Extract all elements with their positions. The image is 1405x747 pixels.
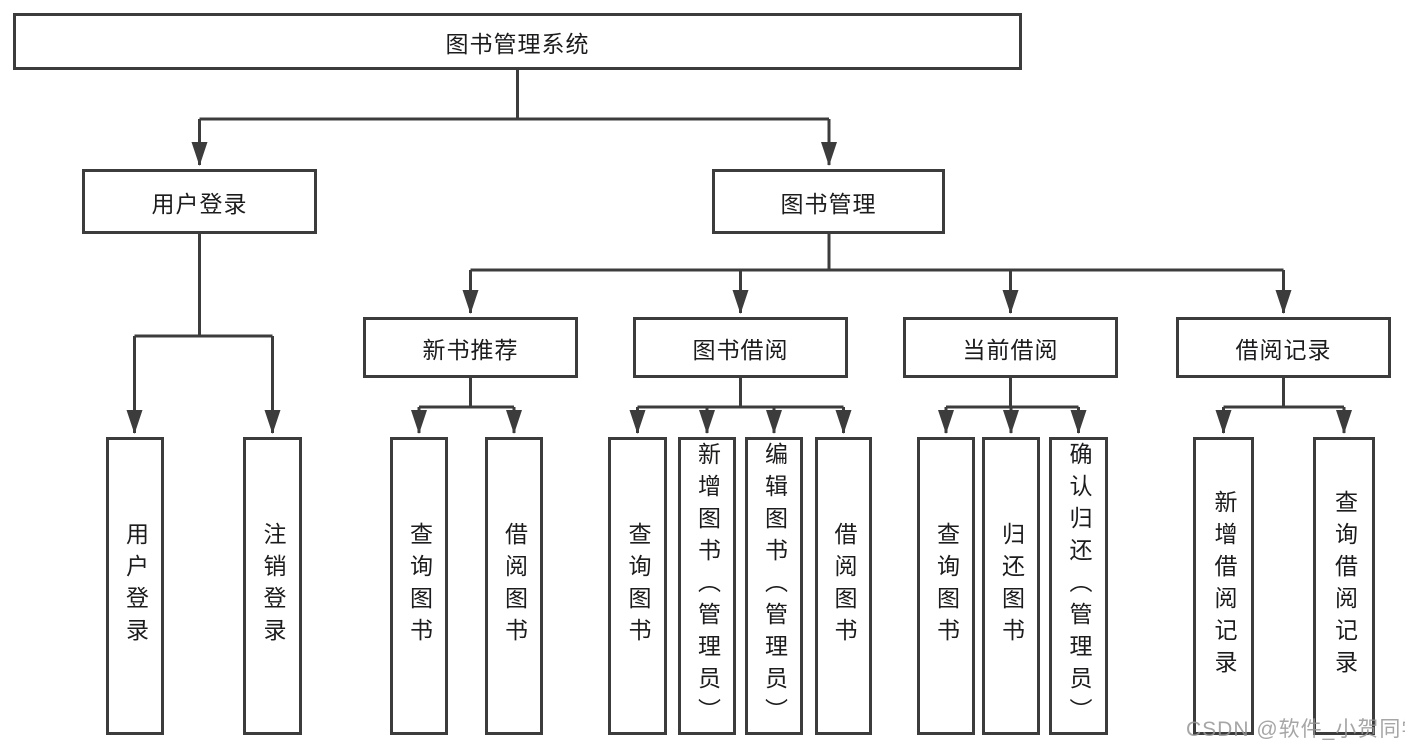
leaf-label: 借阅图书 xyxy=(831,522,857,650)
leaf-label: 用户登录 xyxy=(122,522,149,650)
leaf-label: 编辑图书（管理员） xyxy=(761,442,788,730)
leaf-add-borrow-record: 新增借阅记录 xyxy=(1193,437,1254,735)
node-label: 借阅记录 xyxy=(1235,336,1332,363)
node-book-borrow: 图书借阅 xyxy=(633,317,848,378)
leaf-return-book: 归还图书 xyxy=(982,437,1040,735)
node-current-borrow: 当前借阅 xyxy=(903,317,1118,378)
leaf-label: 查询图书 xyxy=(625,522,651,650)
leaf-label: 新增借阅记录 xyxy=(1211,490,1237,682)
leaf-query-borrow-record: 查询借阅记录 xyxy=(1313,437,1375,735)
node-label: 图书借阅 xyxy=(692,336,789,363)
leaf-label: 确认归还（管理员） xyxy=(1066,442,1092,730)
leaf-label: 查询图书 xyxy=(933,522,960,650)
leaf-label: 查询图书 xyxy=(406,522,433,650)
node-label: 图书管理 xyxy=(780,190,877,217)
leaf-query-book-current: 查询图书 xyxy=(917,437,975,735)
leaf-user-login: 用户登录 xyxy=(106,437,164,735)
leaf-edit-book-admin: 编辑图书（管理员） xyxy=(745,437,803,735)
node-label: 图书管理系统 xyxy=(445,30,590,57)
leaf-confirm-return-admin: 确认归还（管理员） xyxy=(1049,437,1108,735)
node-borrow-record: 借阅记录 xyxy=(1176,317,1391,378)
leaf-label: 借阅图书 xyxy=(501,522,528,650)
leaf-label: 新增图书（管理员） xyxy=(694,442,721,730)
node-label: 当前借阅 xyxy=(962,336,1059,363)
node-user-login: 用户登录 xyxy=(82,169,317,234)
node-library-system: 图书管理系统 xyxy=(13,13,1022,70)
leaf-label: 归还图书 xyxy=(998,522,1025,650)
leaf-label: 注销登录 xyxy=(260,522,286,650)
node-label: 新书推荐 xyxy=(422,336,519,363)
connector-trunk-lines xyxy=(134,70,1344,409)
node-label: 用户登录 xyxy=(151,190,248,217)
leaf-add-book-admin: 新增图书（管理员） xyxy=(678,437,736,735)
leaf-query-book-recommend: 查询图书 xyxy=(390,437,448,735)
leaf-label: 查询借阅记录 xyxy=(1331,490,1358,682)
node-book-management: 图书管理 xyxy=(712,169,945,234)
leaf-query-book-borrow: 查询图书 xyxy=(608,437,667,735)
leaf-borrow-book: 借阅图书 xyxy=(815,437,872,735)
leaf-logout: 注销登录 xyxy=(243,437,302,735)
node-new-book-recommend: 新书推荐 xyxy=(363,317,578,378)
leaf-borrow-book-recommend: 借阅图书 xyxy=(485,437,543,735)
csdn-watermark: CSDN @软件_小贺同学 xyxy=(1186,718,1405,741)
